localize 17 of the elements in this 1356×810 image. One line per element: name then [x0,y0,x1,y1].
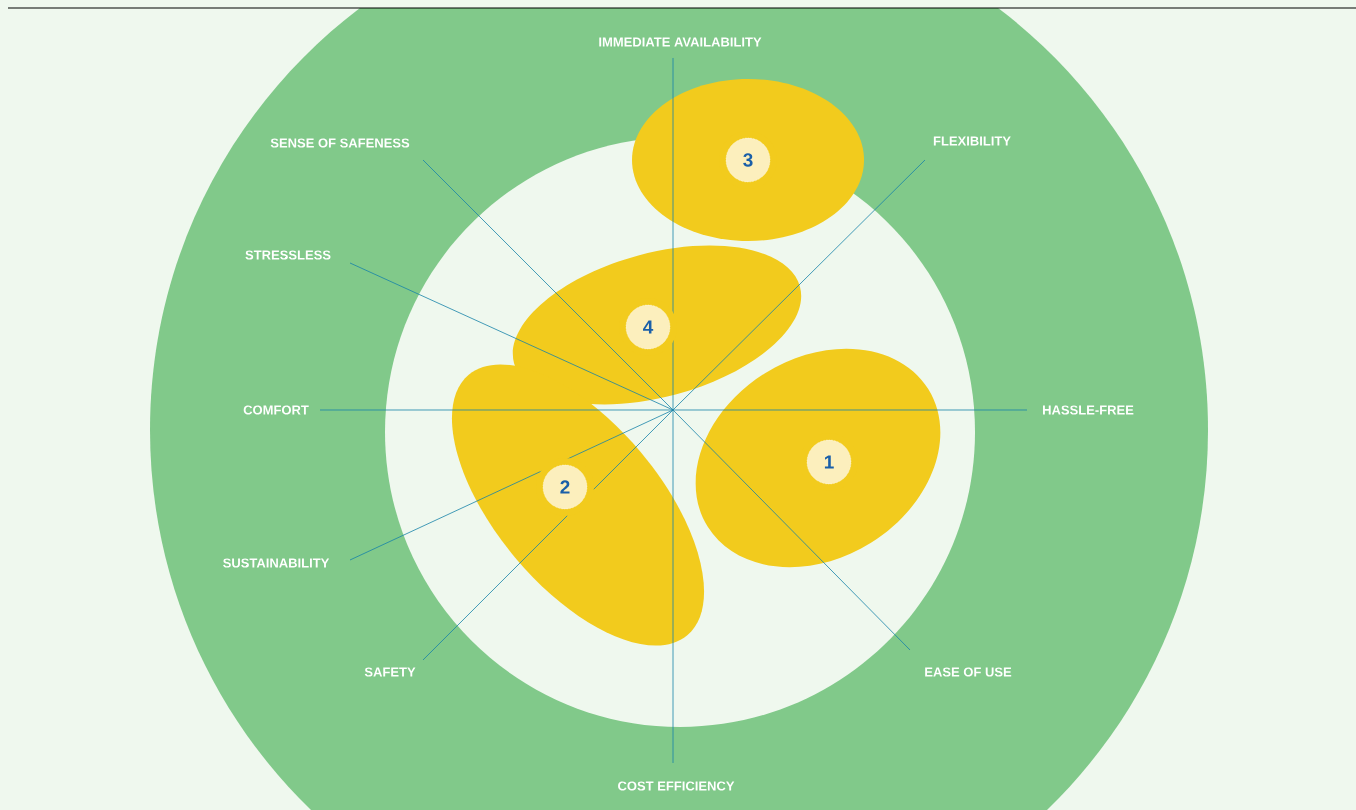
axis-label: IMMEDIATE AVAILABILITY [599,37,762,47]
axis-label: SAFETY [364,667,416,677]
number-badge: 1 [800,433,858,491]
axis-label: EASE OF USE [925,667,1012,677]
axis-label: SENSE OF SAFENESS [270,138,410,148]
number-badge: 2 [536,458,594,516]
axis-label: STRESSLESS [245,250,331,260]
ellipse-area [632,79,864,241]
ellipse-area [695,348,941,568]
axis-label: HASSLE-FREE [1043,405,1134,415]
axis-label: COST EFFICIENCY [618,781,735,791]
axis-label: FLEXIBILITY [933,136,1011,146]
number-badge: 3 [719,131,777,189]
ellipse-area [451,364,705,646]
axis-label: SUSTAINABILITY [223,558,330,568]
axis-label: COMFORT [243,405,309,415]
number-badge: 4 [619,298,677,356]
